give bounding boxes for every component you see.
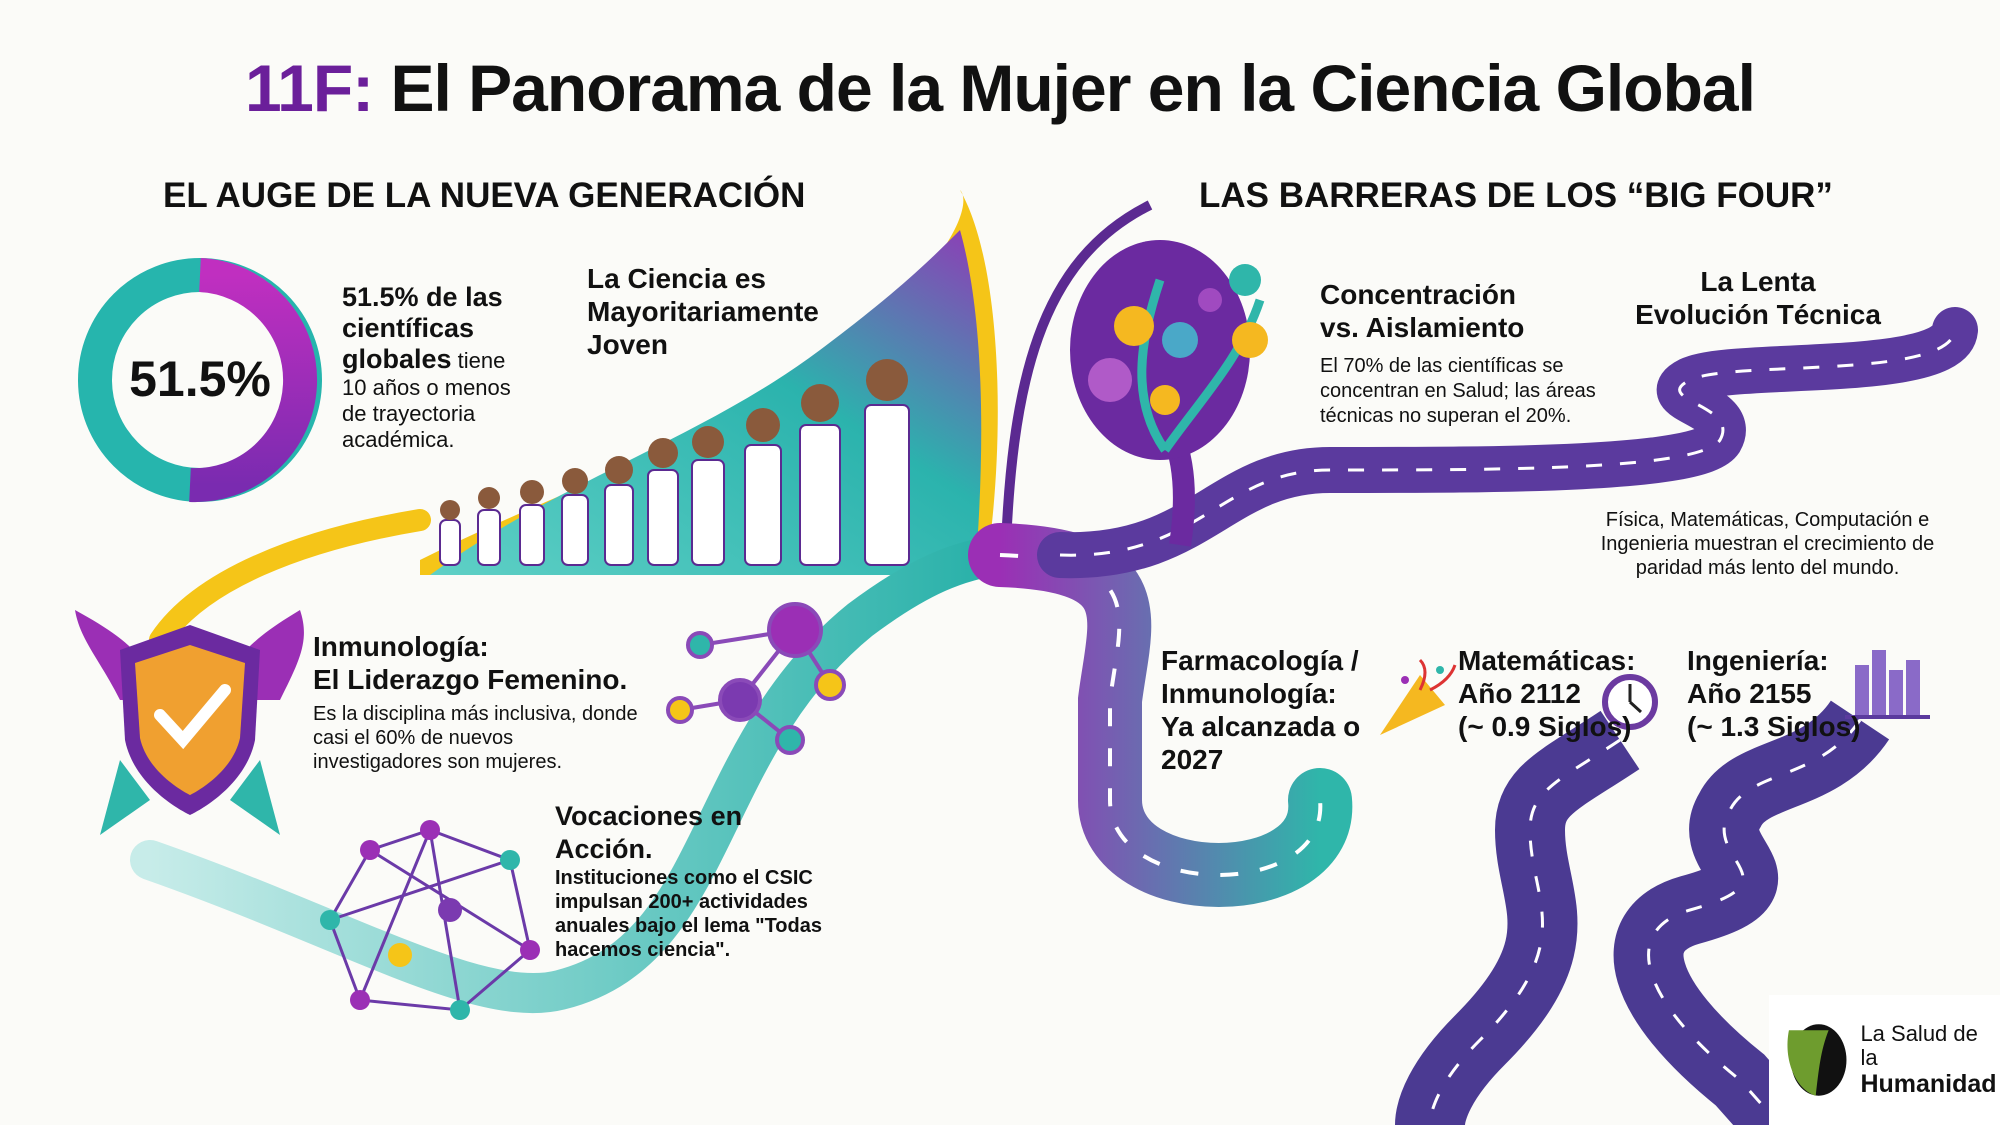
pharma-milestone: Farmacología / Inmunología: Ya alcanzada… xyxy=(1161,645,1361,775)
donut-chart-value: 51.5% xyxy=(129,351,271,407)
donut-purple-arc xyxy=(189,258,318,503)
teal-wave xyxy=(430,230,982,575)
shield-icon xyxy=(75,610,304,835)
page-title: 11F: El Panorama de la Mujer en la Cienc… xyxy=(245,51,1756,125)
yellow-band xyxy=(149,509,431,651)
city-icon xyxy=(1845,650,1930,719)
molecule-icon xyxy=(666,602,846,755)
brand-logo: La Salud de la Humanidad xyxy=(1769,995,2000,1125)
immunology-block: Inmunología: El Liderazgo Femenino. Es l… xyxy=(313,631,638,773)
road-mathematics xyxy=(1395,710,1640,1125)
logo-leaf-icon xyxy=(1787,1024,1847,1096)
concentration-block: Concentración vs. Aislamiento El 70% de … xyxy=(1320,279,1596,427)
right-section-heading: LAS BARRERAS DE LOS “BIG FOUR” xyxy=(1199,176,1833,215)
women-scientists-illustration xyxy=(439,359,910,566)
teal-band xyxy=(130,535,1020,1014)
purple-arc xyxy=(1000,200,1153,576)
clock-icon xyxy=(1602,674,1658,730)
vocations-block: Vocaciones en Acción. Instituciones como… xyxy=(555,801,822,961)
stat-text: 51.5% de las científicas globales tiene … xyxy=(342,282,511,452)
young-science-title: La Ciencia es Mayoritariamente Joven xyxy=(587,263,819,360)
left-section-heading: EL AUGE DE LA NUEVA GENERACIÓN xyxy=(163,176,806,215)
tree-icon xyxy=(1070,240,1268,547)
slow-evolution-text: Física, Matemáticas, Computación e Ingen… xyxy=(1600,509,1935,579)
slow-evolution-title: La Lenta Evolución Técnica xyxy=(1635,266,1881,330)
party-popper-icon xyxy=(1380,658,1457,735)
math-milestone: Matemáticas: Año 2112 (~ 0.9 Siglos) xyxy=(1458,645,1636,742)
engineering-milestone: Ingeniería: Año 2155 (~ 1.3 Siglos) xyxy=(1687,645,1861,742)
network-icon xyxy=(320,820,540,1020)
